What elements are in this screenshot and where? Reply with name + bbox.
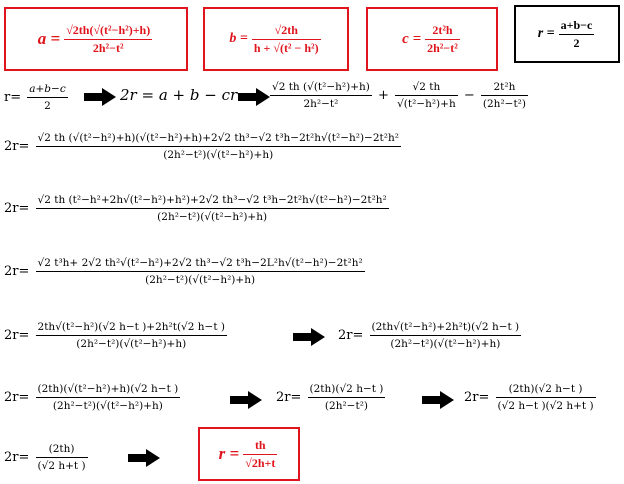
row-6-numerator: (2th)(√(t²−h²)+h)(√2 h−t ) bbox=[35, 382, 181, 398]
row-5-fraction: 2th√(t²−h²)(√2 h−t )+2h²t(√2 h−t ) (2h²−… bbox=[35, 320, 227, 351]
row-3-lhs: 2r= bbox=[4, 201, 30, 216]
right-arrow-icon bbox=[230, 391, 262, 409]
formula-r-numerator: a+b−c bbox=[558, 18, 595, 35]
final-result-fraction: th √2h+t bbox=[243, 438, 278, 471]
row-1-fraction-4-denominator: (2h²−t²) bbox=[482, 98, 526, 110]
row-7-lhs: 2r= bbox=[4, 450, 30, 465]
row-1-lhs: r= bbox=[4, 90, 22, 105]
row-6-denominator: (2h²−t²)(√(t²−h²)+h) bbox=[52, 400, 163, 412]
right-arrow-icon bbox=[128, 449, 160, 467]
row-1-fraction-3-denominator: √(t²−h²)+h bbox=[397, 98, 456, 110]
row-5-fraction-2: (2th√(t²−h²)+2h²t)(√2 h−t ) (2h²−t²)(√(t… bbox=[369, 320, 522, 351]
row-5-denominator: (2h²−t²)(√(t²−h²)+h) bbox=[76, 338, 187, 350]
row-6-fraction-3: (2th)(√2 h−t ) (√2 h−t )(√2 h+t ) bbox=[495, 382, 596, 413]
row-3: 2r= √2 th (t²−h²+2h√(t²−h²)+h²)+2√2 th³−… bbox=[4, 193, 391, 224]
formula-a-lhs: a = bbox=[37, 29, 61, 48]
row-6-right: 2r= (2th)(√2 h−t ) (√2 h−t )(√2 h+t ) bbox=[464, 382, 598, 413]
formula-c-denominator: 2h²−t² bbox=[427, 40, 458, 55]
row-5-numerator-2: (2th√(t²−h²)+2h²t)(√2 h−t ) bbox=[369, 320, 522, 336]
row-4-numerator: √2 t³h+ 2√2 th²√(t²−h²)+2√2 th³−√2 t³h−2… bbox=[35, 256, 365, 272]
row-2-fraction: √2 th (√(t²−h²)+h)(√(t²−h²)+h)+2√2 th³−√… bbox=[35, 131, 401, 162]
formula-box-r: r = a+b−c 2 bbox=[514, 5, 620, 63]
final-result-lhs: r = bbox=[218, 444, 240, 463]
formula-r-lhs: r = bbox=[537, 26, 555, 41]
formula-a-fraction: √2th(√(t²−h²)+h) 2h²−t² bbox=[64, 23, 153, 56]
right-arrow-icon bbox=[422, 391, 454, 409]
row-1-fraction-2-numerator: √2 th (√(t²−h²)+h) bbox=[270, 80, 372, 96]
row-6-numerator-2: (2th)(√2 h−t ) bbox=[307, 382, 386, 398]
row-4-lhs: 2r= bbox=[4, 264, 30, 279]
row-7-fraction: (2th) (√2 h+t ) bbox=[35, 442, 88, 473]
row-1-fraction-1-numerator: a+b−c bbox=[27, 82, 68, 98]
formula-c-numerator: 2t²h bbox=[425, 23, 460, 40]
row-7-denominator: (√2 h+t ) bbox=[37, 460, 86, 472]
formula-a-denominator: 2h²−t² bbox=[92, 40, 124, 55]
row-5-denominator-2: (2h²−t²)(√(t²−h²)+h) bbox=[390, 338, 501, 350]
formula-b-denominator: h + √(t² − h²) bbox=[253, 40, 319, 55]
row-2-lhs: 2r= bbox=[4, 139, 30, 154]
formula-b-lhs: b = bbox=[229, 31, 248, 46]
formula-box-c: c = 2t²h 2h²−t² bbox=[366, 7, 498, 71]
formula-a-numerator: √2th(√(t²−h²)+h) bbox=[64, 23, 153, 40]
row-5-lhs: 2r= bbox=[4, 328, 30, 343]
formula-r-fraction: a+b−c 2 bbox=[558, 18, 595, 51]
row-3-numerator: √2 th (t²−h²+2h√(t²−h²)+h²)+2√2 th³−√2 t… bbox=[35, 193, 389, 209]
formula-c-lhs: c = bbox=[402, 30, 422, 47]
formula-box-b: b = √2th h + √(t² − h²) bbox=[203, 7, 349, 71]
row-1-fraction-1: a+b−c 2 bbox=[27, 82, 68, 113]
row-5-left: 2r= 2th√(t²−h²)(√2 h−t )+2h²t(√2 h−t ) (… bbox=[4, 320, 229, 351]
row-1-fraction-3: √2 th √(t²−h²)+h bbox=[395, 80, 458, 111]
row-2-numerator: √2 th (√(t²−h²)+h)(√(t²−h²)+h)+2√2 th³−√… bbox=[35, 131, 401, 147]
row-1-expansion: √2 th (√(t²−h²)+h) 2h²−t² + √2 th √(t²−h… bbox=[268, 80, 530, 111]
right-arrow-icon bbox=[84, 88, 116, 106]
row-1-fraction-1-denominator: 2 bbox=[44, 100, 51, 112]
row-6-fraction-2: (2th)(√2 h−t ) (2h²−t²) bbox=[307, 382, 386, 413]
row-4: 2r= √2 t³h+ 2√2 th²√(t²−h²)+2√2 th³−√2 t… bbox=[4, 256, 367, 287]
row-6-lhs: 2r= bbox=[4, 390, 30, 405]
row-4-denominator: (2h²−t²)(√(t²−h²)+h) bbox=[145, 274, 256, 286]
final-result-box: r = th √2h+t bbox=[198, 427, 300, 481]
row-1-minus-sign: − bbox=[463, 88, 475, 103]
row-1-fraction-2-denominator: 2h²−t² bbox=[303, 98, 339, 110]
row-6-lhs-3: 2r= bbox=[464, 390, 490, 405]
row-5-numerator: 2th√(t²−h²)(√2 h−t )+2h²t(√2 h−t ) bbox=[35, 320, 227, 336]
row-7: 2r= (2th) (√2 h+t ) bbox=[4, 442, 90, 473]
row-1-middle-expression: 2r = a + b − cr bbox=[120, 86, 238, 104]
row-1-plus-sign: + bbox=[378, 88, 389, 103]
row-1-fraction-4: 2t²h (2h²−t²) bbox=[480, 80, 528, 111]
row-2-denominator: (2h²−t²)(√(t²−h²)+h) bbox=[163, 149, 274, 161]
row-6-fraction: (2th)(√(t²−h²)+h)(√2 h−t ) (2h²−t²)(√(t²… bbox=[35, 382, 181, 413]
final-result-numerator: th bbox=[243, 438, 278, 455]
row-4-fraction: √2 t³h+ 2√2 th²√(t²−h²)+2√2 th³−√2 t³h−2… bbox=[35, 256, 365, 287]
row-7-numerator: (2th) bbox=[35, 442, 88, 458]
row-1-fraction-3-numerator: √2 th bbox=[395, 80, 458, 96]
formula-box-a: a = √2th(√(t²−h²)+h) 2h²−t² bbox=[4, 7, 188, 71]
row-2: 2r= √2 th (√(t²−h²)+h)(√(t²−h²)+h)+2√2 t… bbox=[4, 131, 403, 162]
row-6-middle: 2r= (2th)(√2 h−t ) (2h²−t²) bbox=[276, 382, 387, 413]
right-arrow-icon bbox=[293, 328, 325, 346]
row-5-lhs-2: 2r= bbox=[338, 328, 364, 343]
row-3-denominator: (2h²−t²)(√(t²−h²)+h) bbox=[157, 211, 268, 223]
row-1-fraction-4-numerator: 2t²h bbox=[480, 80, 528, 96]
row-6-denominator-2: (2h²−t²) bbox=[324, 400, 368, 412]
row-1-fraction-2: √2 th (√(t²−h²)+h) 2h²−t² bbox=[270, 80, 372, 111]
row-6-numerator-3: (2th)(√2 h−t ) bbox=[495, 382, 596, 398]
row-6-left: 2r= (2th)(√(t²−h²)+h)(√2 h−t ) (2h²−t²)(… bbox=[4, 382, 182, 413]
row-3-fraction: √2 th (t²−h²+2h√(t²−h²)+h²)+2√2 th³−√2 t… bbox=[35, 193, 389, 224]
row-6-denominator-3: (√2 h−t )(√2 h+t ) bbox=[497, 400, 594, 412]
formula-b-numerator: √2th bbox=[251, 23, 321, 40]
formula-r-denominator: 2 bbox=[573, 35, 580, 50]
formula-b-fraction: √2th h + √(t² − h²) bbox=[251, 23, 321, 56]
row-1: r= a+b−c 2 bbox=[4, 82, 70, 113]
formula-c-fraction: 2t²h 2h²−t² bbox=[425, 23, 460, 56]
row-5-right: 2r= (2th√(t²−h²)+2h²t)(√2 h−t ) (2h²−t²)… bbox=[338, 320, 523, 351]
row-6-lhs-2: 2r= bbox=[276, 390, 302, 405]
final-result-denominator: √2h+t bbox=[245, 455, 276, 470]
right-arrow-icon bbox=[238, 88, 270, 106]
